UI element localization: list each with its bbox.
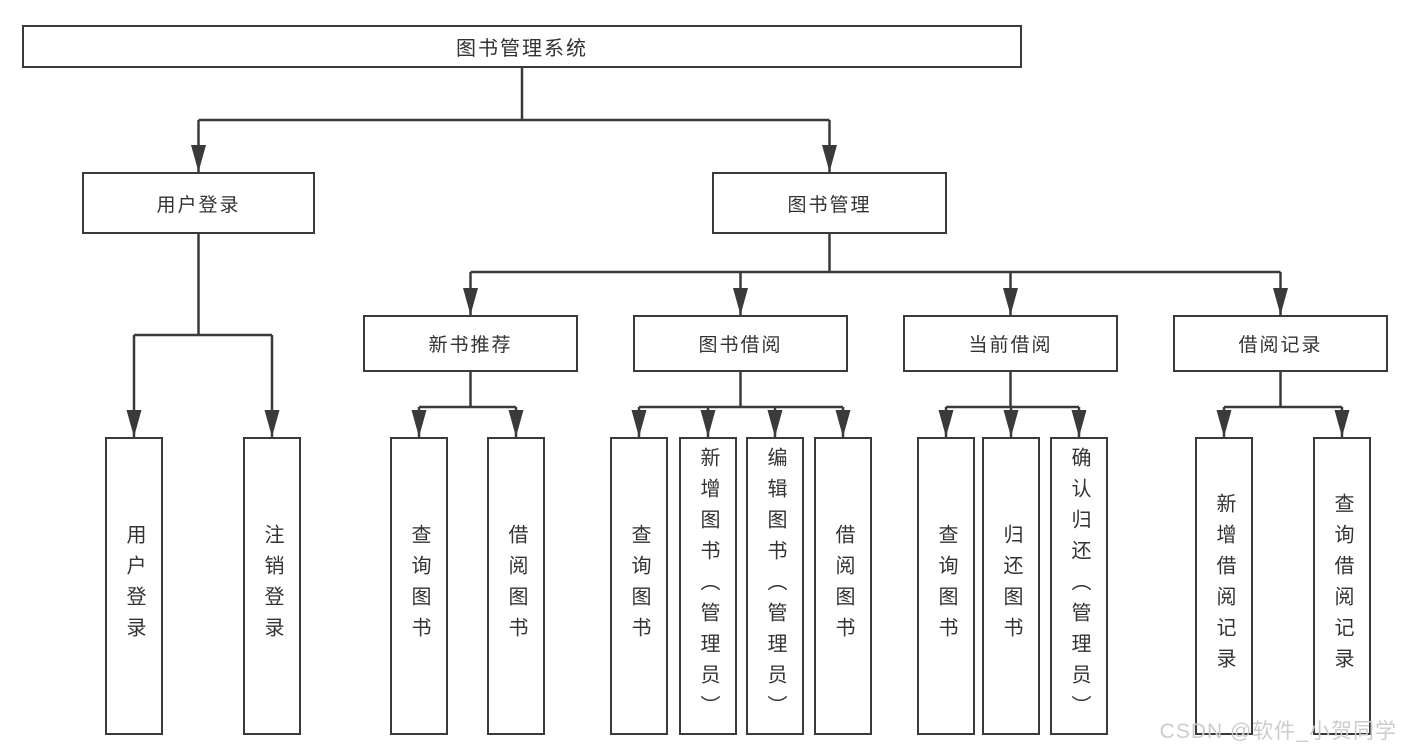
leaf-edit-books-admin: 编辑图书（管理员）	[746, 437, 804, 735]
leaf-borrow-books-recommend: 借阅图书	[487, 437, 545, 735]
arrowhead-icon	[1003, 410, 1019, 437]
arrowhead-icon	[938, 410, 954, 437]
leaf-label: 借阅图书	[505, 524, 527, 648]
arrowhead-icon	[767, 410, 783, 437]
connector-user-login-to-leaves	[126, 234, 280, 437]
leaf-return-books: 归还图书	[982, 437, 1040, 735]
node-root-library-system: 图书管理系统	[22, 25, 1022, 68]
arrowhead-icon	[411, 410, 427, 437]
arrowhead-icon	[631, 410, 647, 437]
arrowhead-icon	[822, 145, 837, 172]
leaf-label: 查询借阅记录	[1331, 493, 1353, 679]
arrowhead-icon	[463, 288, 478, 315]
leaf-query-books-borrow: 查询图书	[610, 437, 668, 735]
leaf-confirm-return-admin: 确认归还（管理员）	[1050, 437, 1108, 735]
leaf-label: 新增借阅记录	[1213, 493, 1235, 679]
connector-book-mgmt-to-level3	[463, 234, 1288, 315]
leaf-user-login: 用户登录	[105, 437, 163, 735]
leaf-label: 查询图书	[408, 524, 430, 648]
arrowhead-icon	[191, 145, 206, 172]
node-new-book-recommend: 新书推荐	[363, 315, 578, 372]
arrowhead-icon	[126, 410, 142, 437]
arrowhead-icon	[1003, 288, 1018, 315]
node-book-management: 图书管理	[712, 172, 947, 234]
csdn-watermark: CSDN @软件_小贺同学	[1159, 720, 1397, 743]
leaf-label: 新增图书（管理员）	[697, 446, 719, 726]
leaf-logout: 注销登录	[243, 437, 301, 735]
leaf-add-books-admin: 新增图书（管理员）	[679, 437, 737, 735]
arrowhead-icon	[264, 410, 280, 437]
leaf-label: 编辑图书（管理员）	[764, 446, 786, 726]
leaf-label: 用户登录	[123, 524, 145, 648]
arrowhead-icon	[733, 288, 748, 315]
node-book-borrow: 图书借阅	[633, 315, 848, 372]
connector-root-to-level2	[191, 68, 837, 172]
arrowhead-icon	[1071, 410, 1087, 437]
arrowhead-icon	[835, 410, 851, 437]
connector-book-borrow-to-leaves	[631, 372, 851, 437]
leaf-query-borrow-record: 查询借阅记录	[1313, 437, 1371, 735]
leaf-query-books-current: 查询图书	[917, 437, 975, 735]
leaf-query-books-recommend: 查询图书	[390, 437, 448, 735]
arrowhead-icon	[700, 410, 716, 437]
leaf-label: 借阅图书	[832, 524, 854, 648]
leaf-label: 归还图书	[1000, 524, 1022, 648]
arrowhead-icon	[1273, 288, 1288, 315]
connector-current-borrow-to-leaves	[938, 372, 1087, 437]
leaf-label: 查询图书	[628, 524, 650, 648]
node-user-login: 用户登录	[82, 172, 315, 234]
connector-new-book-recommend-to-leaves	[411, 372, 524, 437]
leaf-label: 注销登录	[261, 524, 283, 648]
node-current-borrow: 当前借阅	[903, 315, 1118, 372]
arrowhead-icon	[508, 410, 524, 437]
leaf-borrow-books: 借阅图书	[814, 437, 872, 735]
arrowhead-icon	[1216, 410, 1232, 437]
leaf-label: 查询图书	[935, 524, 957, 648]
connector-borrow-records-to-leaves	[1216, 372, 1350, 437]
arrowhead-icon	[1334, 410, 1350, 437]
node-borrow-records: 借阅记录	[1173, 315, 1388, 372]
leaf-add-borrow-record: 新增借阅记录	[1195, 437, 1253, 735]
leaf-label: 确认归还（管理员）	[1068, 446, 1090, 726]
